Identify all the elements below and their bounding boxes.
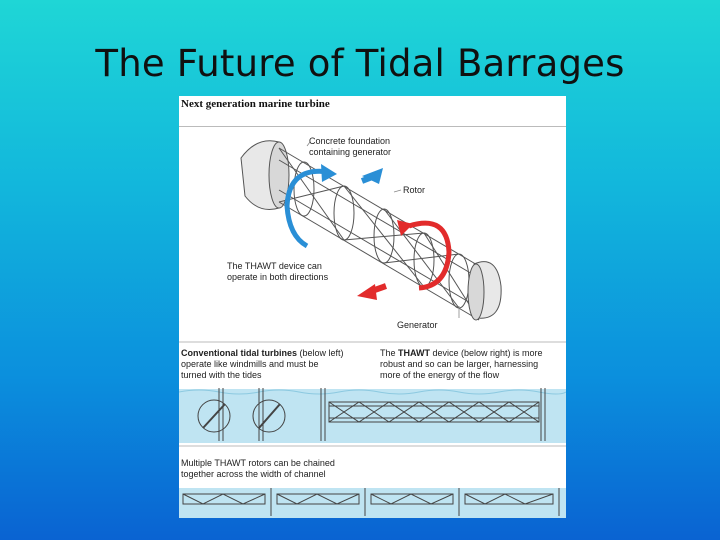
- thawt-device-span: [320, 388, 546, 441]
- red-arrowhead: [397, 220, 413, 236]
- conventional-line3: turned with the tides: [181, 370, 262, 380]
- left-foundation: [240, 140, 290, 210]
- chained-description: Multiple THAWT rotors can be chained tog…: [181, 458, 481, 480]
- heading-divider: [179, 126, 566, 127]
- conventional-bold: Conventional tidal turbines: [181, 348, 298, 358]
- thawt-line3: more of the energy of the flow: [380, 370, 500, 380]
- label-directions-2: operate in both directions: [227, 272, 329, 282]
- thawt-bold: THAWT: [398, 348, 431, 358]
- chained-line1: Multiple THAWT rotors can be chained: [181, 458, 335, 468]
- label-foundation-2: containing generator: [309, 147, 392, 157]
- blue-arrowhead: [321, 164, 337, 182]
- figure-heading: Next generation marine turbine: [181, 98, 330, 110]
- generator-housing: [467, 261, 502, 321]
- thawt-pre: The: [380, 348, 399, 358]
- slide-title: The Future of Tidal Barrages: [95, 42, 625, 85]
- label-foundation: Concrete foundation: [309, 136, 391, 146]
- turbine-illustration: [179, 140, 566, 518]
- thawt-line2: robust and so can be larger, harnessing: [380, 359, 539, 369]
- chained-line2: together across the width of channel: [181, 469, 326, 479]
- red-rotation-arrow: [408, 220, 452, 291]
- label-directions: The THAWT device can: [227, 261, 322, 271]
- thawt-rest: device (below right) is more: [430, 348, 543, 358]
- turbine-figure: Next generation marine turbine: [179, 96, 566, 518]
- thawt-description: The THAWT device (below right) is more r…: [380, 348, 566, 381]
- conventional-description: Conventional tidal turbines (below left)…: [181, 348, 371, 381]
- water-band: [179, 389, 566, 443]
- label-rotor: Rotor: [403, 185, 426, 195]
- conventional-rest: (below left): [297, 348, 344, 358]
- label-generator: Generator: [397, 320, 438, 330]
- chained-water: [179, 488, 566, 518]
- conventional-turbines: [197, 388, 286, 441]
- truss-body: [278, 147, 480, 321]
- blue-rotation-arrow: [284, 168, 330, 249]
- chained-rotors: [182, 488, 560, 516]
- conventional-line2: operate like windmills and must be: [181, 359, 319, 369]
